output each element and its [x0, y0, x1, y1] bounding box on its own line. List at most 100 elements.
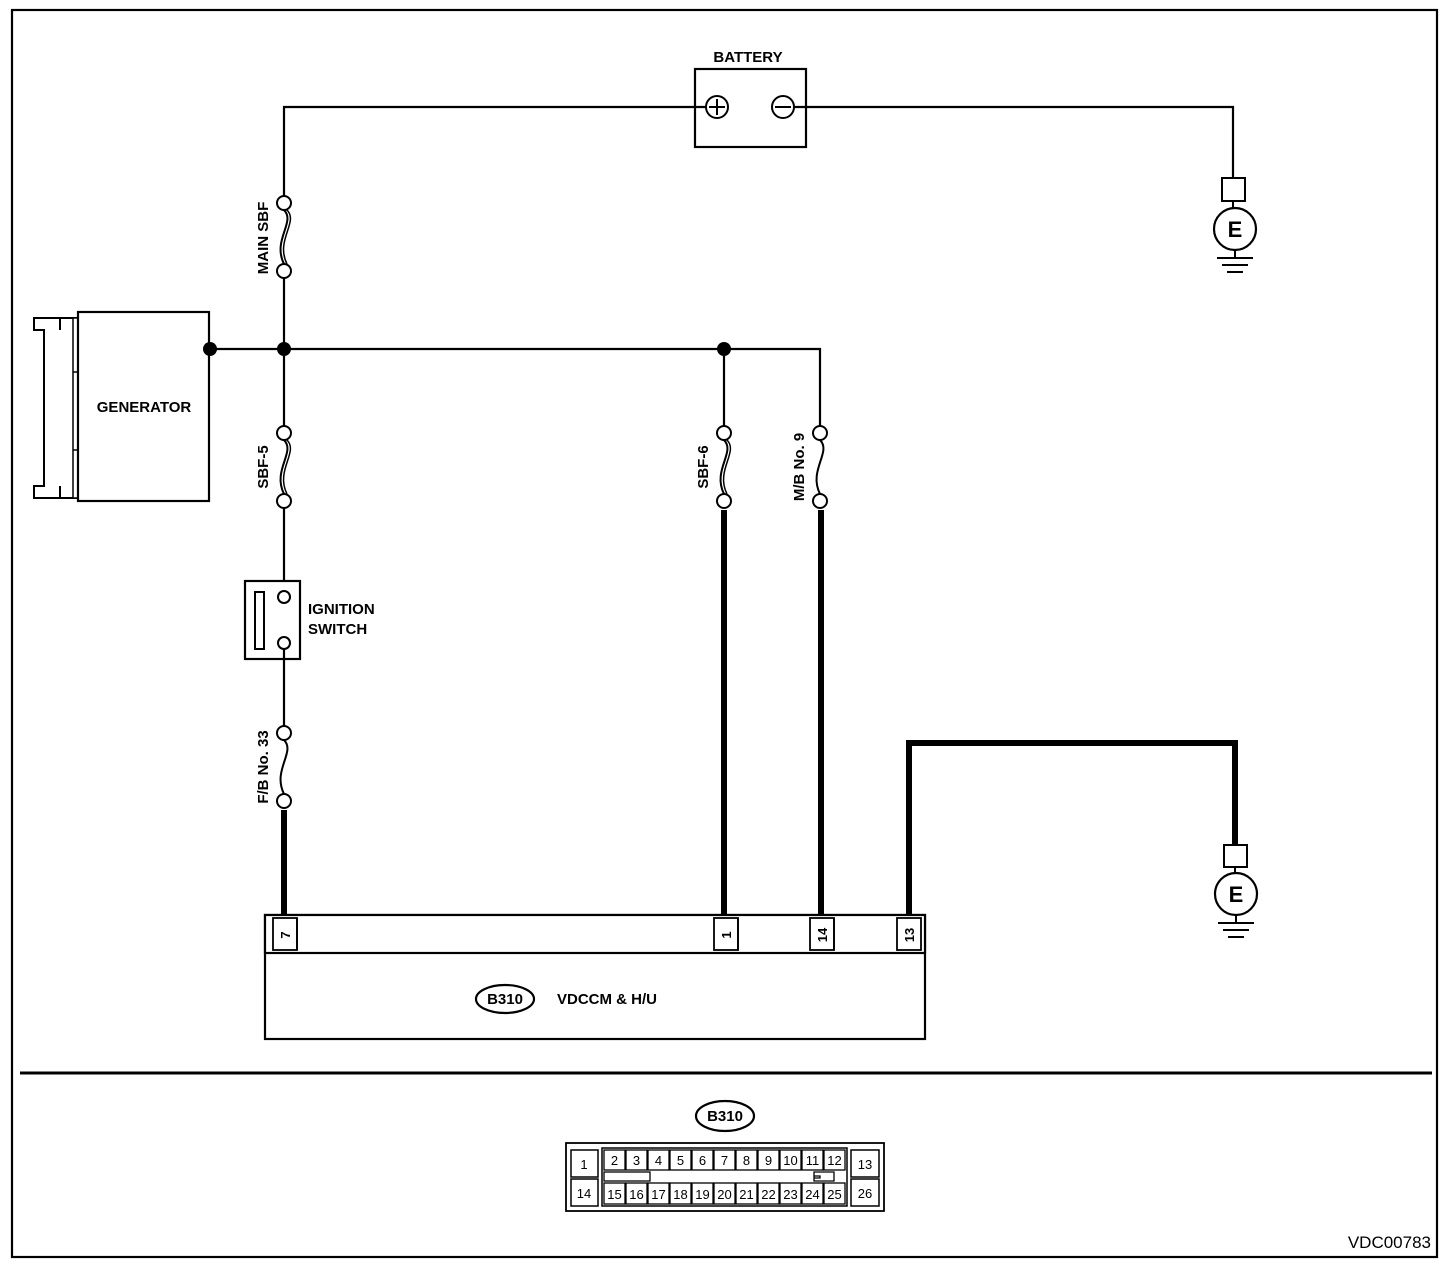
battery-label: BATTERY	[713, 49, 782, 66]
ignition-switch-box	[243, 579, 302, 661]
connector-pin-17: 17	[651, 1187, 665, 1202]
ignition-label-2: SWITCH	[308, 621, 367, 638]
connector-cell	[647, 1149, 670, 1171]
vdccm-module: 7 1 14 13 B310 VDCCM & H/U	[263, 913, 927, 1041]
module-pin-1: 1	[719, 931, 734, 938]
ground-symbol-top: E	[1212, 177, 1258, 273]
connector-cell	[801, 1182, 824, 1205]
wire-battery-negative	[794, 105, 1235, 178]
connector-pin-2: 2	[611, 1153, 618, 1168]
module-pin-box-13	[896, 917, 922, 951]
harness-pin13	[906, 740, 1238, 918]
diagram-frame	[10, 8, 1439, 1259]
module-pin-box-14	[809, 917, 835, 951]
connector-cell	[779, 1182, 802, 1205]
connector-pin-10: 10	[783, 1153, 797, 1168]
module-connector-badge	[474, 983, 536, 1015]
connector-cell	[735, 1149, 758, 1171]
connector-pin-3: 3	[633, 1153, 640, 1168]
main-sbf-label: MAIN SBF	[255, 202, 272, 275]
connector-pin-1: 1	[580, 1157, 587, 1172]
connector-pin-14: 14	[577, 1186, 591, 1201]
ground-label-bottom: E	[1229, 882, 1244, 907]
fb33-fuse: F/B No. 33	[255, 725, 292, 809]
connector-cell	[757, 1149, 780, 1171]
mb9-fuse: M/B No. 9	[791, 425, 828, 509]
connector-pin-25: 25	[827, 1187, 841, 1202]
module-pin-box-7	[272, 917, 298, 951]
battery-plus-icon	[705, 95, 729, 119]
sbf5-label: SBF-5	[255, 445, 272, 488]
connector-pin-19: 19	[695, 1187, 709, 1202]
junction-generator	[203, 342, 217, 356]
module-pin-7: 7	[278, 931, 293, 938]
battery-minus-icon	[771, 95, 795, 119]
wire-battery-positive	[282, 105, 706, 196]
connector-pin-16: 16	[629, 1187, 643, 1202]
connector-key-left	[603, 1171, 651, 1182]
connector-pin-8: 8	[743, 1153, 750, 1168]
wire-main-bus	[209, 347, 822, 426]
sbf6-fuse: SBF-6	[695, 425, 732, 509]
connector-cell	[801, 1149, 824, 1171]
mb9-label: M/B No. 9	[791, 433, 808, 501]
module-name: VDCCM & H/U	[557, 991, 657, 1008]
figure-ref: VDC00783	[1348, 1233, 1431, 1252]
connector-cell	[757, 1182, 780, 1205]
ground-symbol-bottom: E	[1213, 844, 1259, 938]
connector-cell	[669, 1149, 692, 1171]
connector-cell	[647, 1182, 670, 1205]
module-connector-id: B310	[487, 991, 523, 1008]
generator: GENERATOR	[33, 310, 211, 503]
generator-box	[76, 310, 211, 503]
module-pin-box-1	[713, 917, 739, 951]
connector-pin-11: 11	[806, 1153, 820, 1168]
connector-cell	[603, 1182, 626, 1205]
connector-cell	[691, 1182, 714, 1205]
ground-label-top: E	[1228, 217, 1243, 242]
connector-pin-22: 22	[761, 1187, 775, 1202]
connector-cell	[779, 1149, 802, 1171]
connector-cell	[823, 1182, 846, 1205]
ignition-switch: IGNITION SWITCH	[243, 579, 375, 661]
module-pin-14: 14	[815, 927, 830, 942]
connector-pin-23: 23	[783, 1187, 797, 1202]
connector-pin-4: 4	[655, 1153, 662, 1168]
battery: BATTERY	[693, 49, 808, 149]
connector-pin-20: 20	[717, 1187, 731, 1202]
connector-cell	[691, 1149, 714, 1171]
connector-pin-5: 5	[677, 1153, 684, 1168]
ignition-label-1: IGNITION	[308, 601, 375, 618]
connector-cell	[713, 1182, 736, 1205]
connector-pin-21: 21	[739, 1187, 753, 1202]
connector-pin-7: 7	[721, 1153, 728, 1168]
connector-cell	[669, 1182, 692, 1205]
connector-pin-18: 18	[673, 1187, 687, 1202]
connector-cell	[625, 1149, 648, 1171]
main-sbf-fuse: MAIN SBF	[255, 195, 292, 279]
generator-label: GENERATOR	[97, 399, 192, 416]
connector-cell	[713, 1149, 736, 1171]
connector-pin-24: 24	[805, 1187, 819, 1202]
connector-view-id: B310	[707, 1108, 743, 1125]
connector-pin-6: 6	[699, 1153, 706, 1168]
connector-pin-13: 13	[858, 1157, 872, 1172]
connector-pin-15: 15	[607, 1187, 621, 1202]
connector-cell	[823, 1149, 846, 1171]
connector-pin-12: 12	[827, 1153, 841, 1168]
sbf5-fuse: SBF-5	[255, 425, 292, 509]
connector-bottom-row: 15 16 17 18 19 20 21 22 23 24 25	[603, 1182, 846, 1205]
connector-cell	[603, 1149, 626, 1171]
sbf6-label: SBF-6	[695, 445, 712, 488]
connector-pin-26: 26	[858, 1186, 872, 1201]
connector-cell	[625, 1182, 648, 1205]
connector-view-badge	[694, 1099, 756, 1133]
module-pin-13: 13	[902, 928, 917, 942]
connector-pin-9: 9	[765, 1153, 772, 1168]
fb33-label: F/B No. 33	[255, 730, 272, 803]
connector-latch-icon	[813, 1171, 835, 1182]
connector-cell	[735, 1182, 758, 1205]
